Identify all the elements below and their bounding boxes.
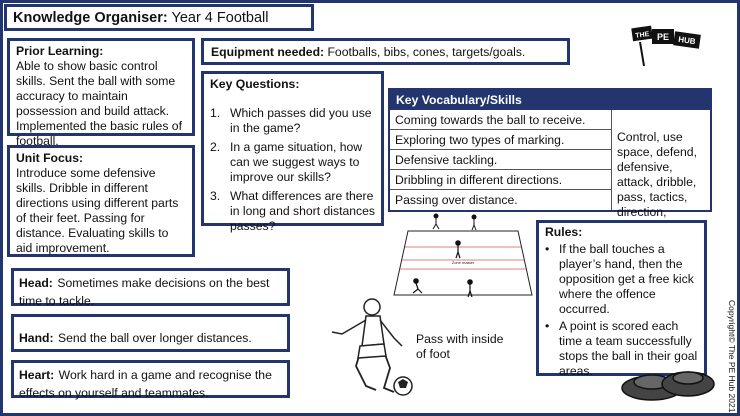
key-question-number: 3. [210,189,221,203]
rule-text: If the ball touches a player’s hand, the… [559,242,694,316]
page-title: Knowledge Organiser: Year 4 Football [4,4,314,31]
vocabulary-heading: Key Vocabulary/Skills [390,90,710,110]
hand-text: Send the ball over longer distances. [57,331,252,345]
heart-label: Heart: [19,368,55,382]
hand-panel: Hand: Send the ball over longer distance… [11,314,290,352]
vocabulary-skill-row: Dribbling in different directions. [390,170,611,190]
vocabulary-body: Coming towards the ball to receive. Expl… [390,110,710,234]
head-label: Head: [19,276,53,290]
key-questions-heading: Key Questions: [210,77,300,91]
hand-label: Hand: [19,331,54,345]
copyright-text: Copyright© The PE Hub 2021 [727,300,737,413]
head-text: Sometimes make decisions on the best tim… [19,276,270,308]
player-figure [432,213,440,230]
heart-text: Work hard in a game and recognise the ef… [19,368,272,400]
key-questions-list: 1. Which passes did you use in the game?… [210,106,375,234]
player-figure [467,279,473,298]
title-value: Year 4 Football [171,10,269,26]
copyright-notice: Copyright© The PE Hub 2021 [723,300,737,413]
player-figure [412,278,423,294]
svg-text:PE: PE [657,32,669,42]
signpost-pole [639,41,645,67]
heart-panel: Heart: Work hard in a game and recognise… [11,360,290,400]
key-question-item: 3. What differences are there in long an… [210,189,375,234]
unit-focus-text: Introduce some defensive skills. Dribble… [16,166,179,255]
svg-text:THE: THE [635,31,650,40]
zone-label: Zone master [452,260,475,265]
vocabulary-skill-row: Coming towards the ball to receive. [390,110,611,130]
unit-focus-panel: Unit Focus: Introduce some defensive ski… [7,145,195,257]
rules-panel: Rules: • If the ball touches a player’s … [536,220,707,379]
cones-illustration [621,371,715,401]
vocabulary-skills-column: Coming towards the ball to receive. Expl… [390,110,612,210]
key-questions-panel: Key Questions: 1. Which passes did you u… [201,71,384,233]
player-figure [471,214,477,231]
illustration-caption: Pass with inside of foot [416,332,504,361]
title-label: Knowledge Organiser: [13,10,168,26]
key-question-number: 1. [210,106,221,120]
rules-list: • If the ball touches a player’s hand, t… [545,242,698,379]
equipment-heading: Equipment needed: [211,45,325,59]
key-question-item: 2. In a game situation, how can we sugge… [210,140,375,185]
prior-learning-panel: Prior Learning: Able to show basic contr… [7,38,195,148]
key-question-item: 1. Which passes did you use in the game? [210,106,375,136]
rules-heading: Rules: [545,225,583,239]
key-question-number: 2. [210,140,221,154]
head-panel: Head: Sometimes make decisions on the be… [11,268,290,308]
bullet-icon: • [545,319,550,333]
bullet-icon: • [545,242,550,256]
vocabulary-words-cell: Control, use space, defend, defensive, a… [617,130,697,234]
equipment-panel: Equipment needed: Footballs, bibs, cones… [201,38,570,65]
vocabulary-table: Key Vocabulary/Skills Coming towards the… [388,88,712,234]
vocabulary-skill-row: Passing over distance. [395,193,518,207]
prior-learning-text: Able to show basic control skills. Sent … [16,59,182,148]
unit-focus-heading: Unit Focus: [16,151,84,165]
player-figure [455,240,461,259]
key-question-text: What differences are there in long and s… [230,189,375,233]
svg-text:HUB: HUB [678,35,697,46]
pe-hub-logo: THE PE HUB [631,25,701,67]
key-question-text: Which passes did you use in the game? [230,106,372,135]
vocabulary-skill-row: Defensive tackling. [390,150,611,170]
rule-text: A point is scored each time a team succe… [559,319,698,378]
key-question-text: In a game situation, how can we suggest … [230,140,363,184]
prior-learning-heading: Prior Learning: [16,44,104,58]
footballer-illustration [331,298,413,396]
pitch-diagram: Zone master [393,213,533,298]
rule-item: • A point is scored each time a team suc… [545,319,698,379]
rule-item: • If the ball touches a player’s hand, t… [545,242,698,317]
equipment-text: Footballs, bibs, cones, targets/goals. [327,45,526,59]
vocabulary-skill-row: Exploring two types of marking. [390,130,611,150]
